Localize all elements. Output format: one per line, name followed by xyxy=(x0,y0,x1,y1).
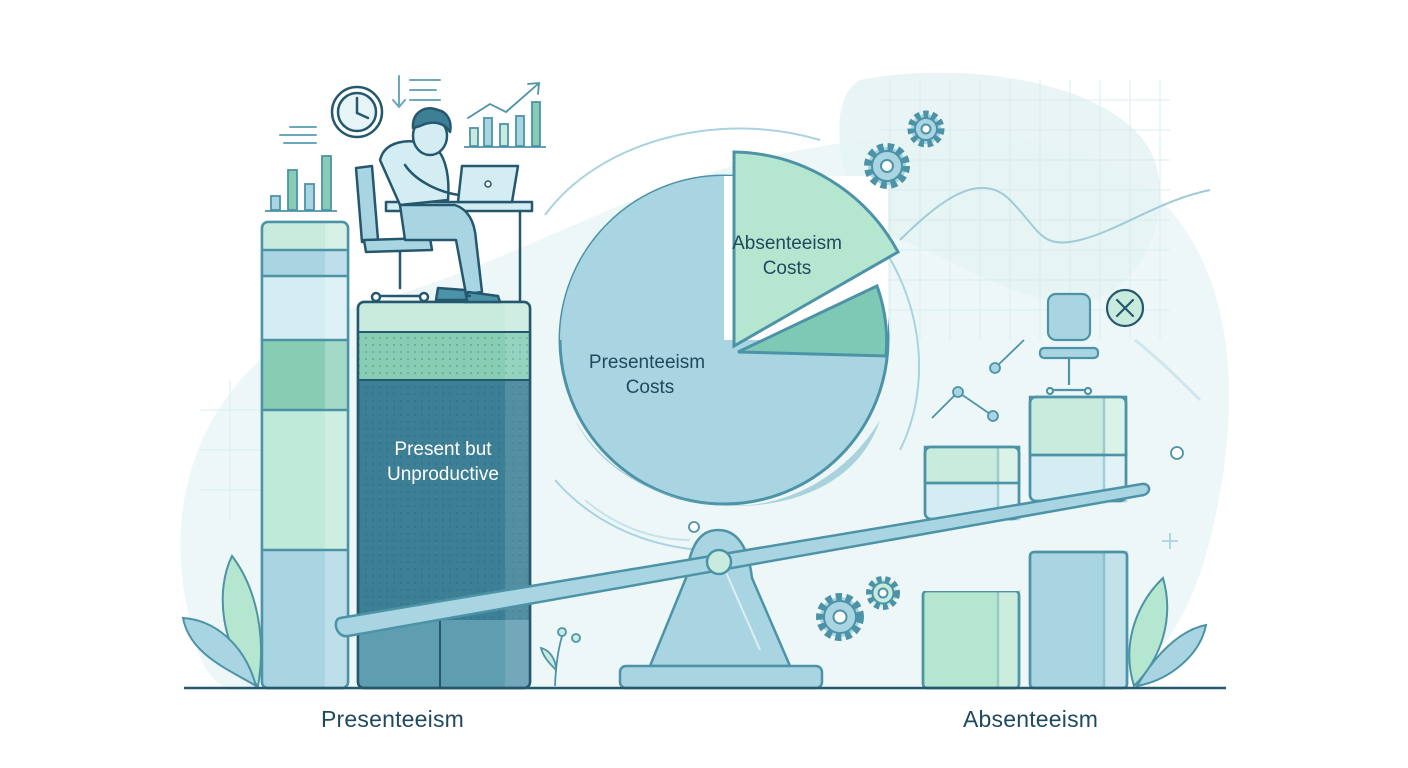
presenteeism-costs-label-line2: Costs xyxy=(626,377,675,398)
left-stacked-column xyxy=(260,220,350,690)
gear-icon xyxy=(907,110,945,148)
cost-pie-chart: Absenteeism Costs Presenteeism Costs xyxy=(558,150,901,506)
absenteeism-costs-label-line1: Absenteeism xyxy=(732,233,842,254)
present-unproductive-label-line2: Unproductive xyxy=(387,464,499,485)
list-lines-icon xyxy=(279,79,441,144)
laptop-icon xyxy=(484,180,492,188)
present-unproductive-label-line1: Present but xyxy=(394,439,492,460)
presenteeism-costs-label-line1: Presenteeism xyxy=(589,352,705,373)
office-chair-icon xyxy=(1038,292,1100,396)
absenteeism-blocks xyxy=(921,395,1129,690)
seesaw-scale xyxy=(334,482,1151,690)
present-unproductive-column: Present but Unproductive xyxy=(356,300,532,690)
down-arrow-icon xyxy=(392,75,406,109)
gear-icon xyxy=(866,576,900,610)
presenteeism-label: Presenteeism xyxy=(321,706,465,732)
close-circle-icon xyxy=(1105,288,1145,328)
gear-icon xyxy=(864,143,910,189)
bar-chart-icon xyxy=(265,155,337,212)
plant-icon xyxy=(539,627,581,687)
pie-secondary-slice xyxy=(737,283,889,358)
plant-icon xyxy=(181,554,1208,689)
pie-absenteeism-slice xyxy=(732,150,901,349)
trend-up-chart-icon xyxy=(464,82,546,148)
clock-icon xyxy=(330,85,384,139)
trend-dots-icon xyxy=(688,339,1184,549)
gear-icon xyxy=(816,593,864,641)
worker-at-desk xyxy=(354,107,534,304)
absenteeism-label: Absenteeism xyxy=(963,706,1099,732)
background-grid xyxy=(200,80,1170,520)
absenteeism-costs-label-line2: Costs xyxy=(763,258,812,279)
